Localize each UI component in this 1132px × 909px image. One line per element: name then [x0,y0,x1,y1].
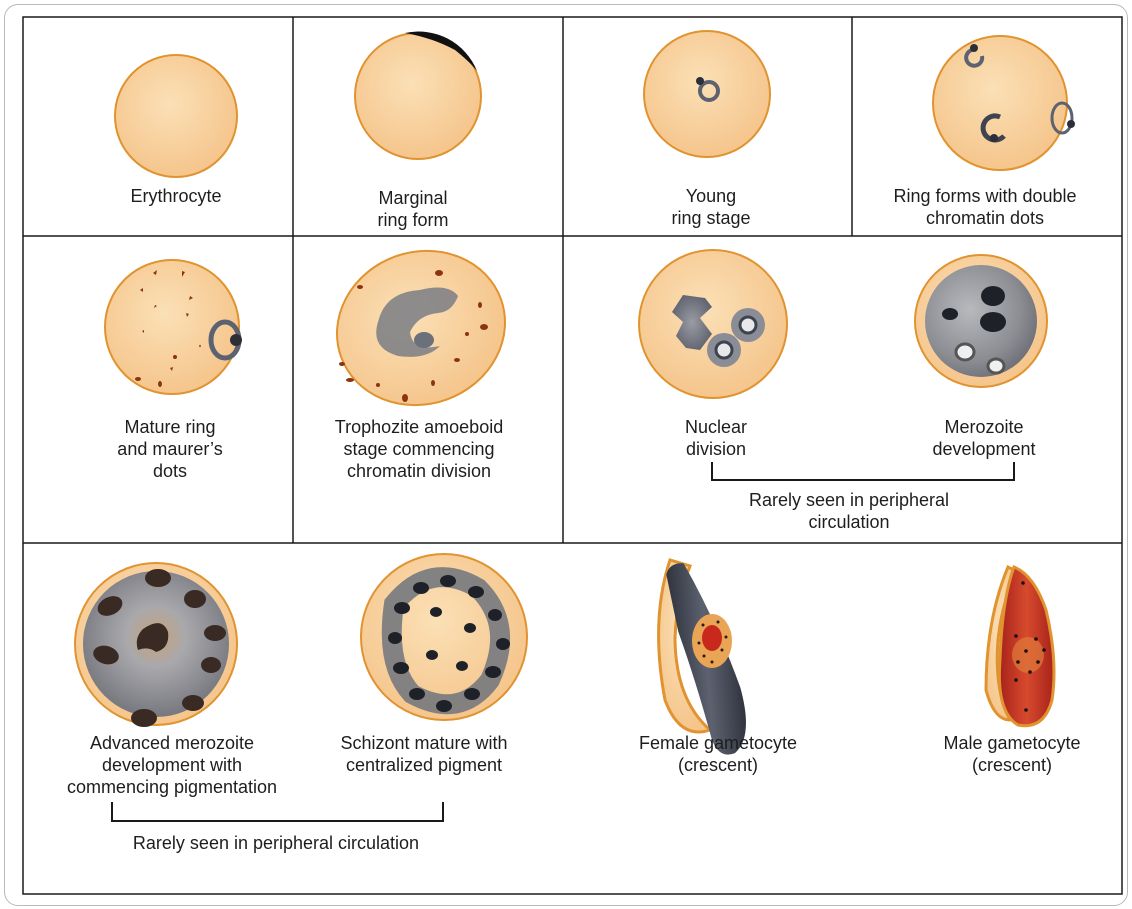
label-line: (crescent) [943,754,1080,776]
label-line: Advanced merozoite [67,732,277,754]
label-line: commencing pigmentation [67,776,277,798]
schizont-cell [361,554,527,720]
trophozoite-cell [315,228,527,429]
mature-ring-cell [105,260,242,394]
label-line: circulation [749,511,949,533]
label-female-gametocyte: Female gametocyte (crescent) [639,732,797,776]
label-line: Trophozite amoeboid [335,416,503,438]
label-line: Young [671,185,750,207]
label-erythrocyte: Erythrocyte [130,185,221,207]
label-line: development with [67,754,277,776]
label-young-ring-stage: Young ring stage [671,185,750,229]
label-merozoite-development: Merozoite development [932,416,1035,460]
label-ring-forms-double-chromatin: Ring forms with double chromatin dots [893,185,1076,229]
erythrocyte-cell [115,55,237,177]
label-line: Rarely seen in peripheral circulation [133,832,419,854]
label-line: Merozoite [932,416,1035,438]
label-line: chromatin dots [893,207,1076,229]
label-trophozoite: Trophozite amoeboid stage commencing chr… [335,416,503,482]
male-gametocyte [986,567,1054,726]
label-line: development [932,438,1035,460]
nuclear-division-cell [639,250,787,398]
label-line: centralized pigment [340,754,507,776]
merozoite-cell [915,255,1047,387]
bracket-row3 [112,802,443,821]
label-line: Erythrocyte [130,185,221,207]
label-rarely-seen-row3: Rarely seen in peripheral circulation [133,832,419,854]
label-line: Male gametocyte [943,732,1080,754]
label-line: Rarely seen in peripheral [749,489,949,511]
label-line: Female gametocyte [639,732,797,754]
label-line: ring stage [671,207,750,229]
label-line: Ring forms with double [893,185,1076,207]
label-line: Schizont mature with [340,732,507,754]
young-ring-cell [644,31,770,157]
female-gametocyte [659,559,749,758]
bracket-row2 [712,462,1014,480]
label-line: Marginal [377,187,448,209]
label-marginal-ring-form: Marginal ring form [377,187,448,231]
label-male-gametocyte: Male gametocyte (crescent) [943,732,1080,776]
marginal-ring-cell [355,32,481,159]
label-mature-ring: Mature ring and maurer’s dots [117,416,222,482]
label-line: (crescent) [639,754,797,776]
label-line: stage commencing [335,438,503,460]
advanced-merozoite-cell [75,563,237,727]
label-line: chromatin division [335,460,503,482]
double-chromatin-cell [933,36,1075,170]
label-nuclear-division: Nuclear division [685,416,747,460]
label-line: dots [117,460,222,482]
label-line: Mature ring [117,416,222,438]
label-line: division [685,438,747,460]
label-advanced-merozoite: Advanced merozoite development with comm… [67,732,277,798]
label-schizont: Schizont mature with centralized pigment [340,732,507,776]
label-line: and maurer’s [117,438,222,460]
label-line: ring form [377,209,448,231]
label-rarely-seen-row2: Rarely seen in peripheral circulation [749,489,949,533]
label-line: Nuclear [685,416,747,438]
